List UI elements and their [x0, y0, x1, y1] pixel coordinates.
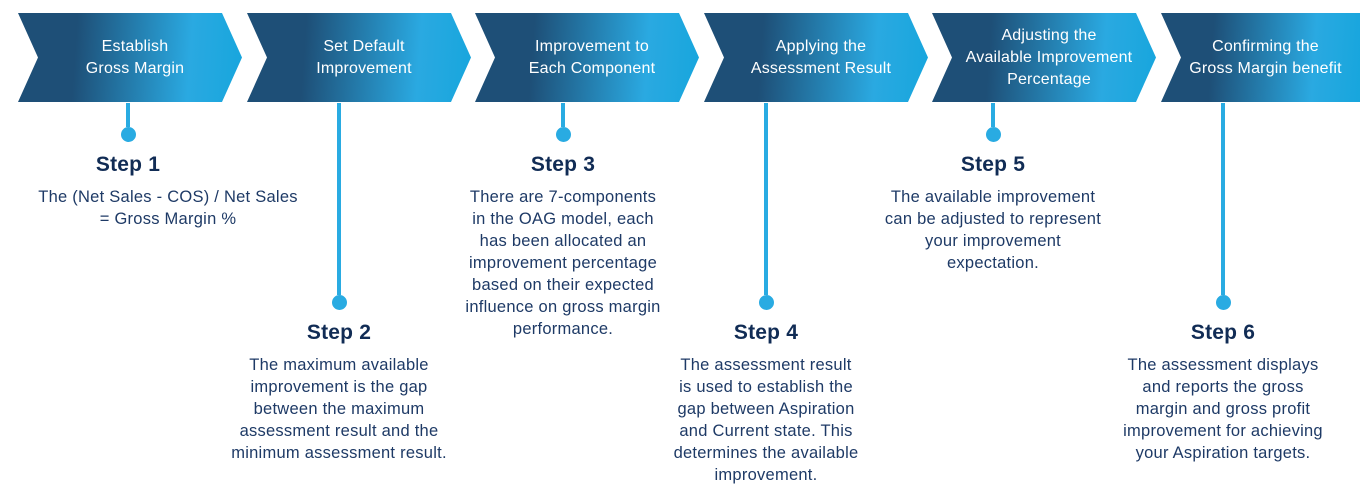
step-4-title: Step 4 [733, 321, 799, 344]
step-3-connector-dot [555, 127, 571, 142]
step-4-connector-dot [758, 295, 774, 310]
step-5-connector-dot [985, 127, 1001, 142]
step-2-connector-dot [331, 295, 347, 310]
step-6-block: Step 6 The assessment displays and repor… [1043, 103, 1371, 464]
chevron-step-6: Confirming the Gross Margin benefit [1161, 13, 1360, 102]
chevron-step-1-label: Establish Gross Margin [85, 37, 185, 77]
step-5-block: Step 5 The available improvement can be … [813, 103, 1173, 274]
chevron-step-5: Adjusting the Available Improvement Perc… [932, 13, 1156, 102]
step-2-block: Step 2 The maximum available improvement… [159, 103, 519, 464]
chevron-step-6-label: Confirming the Gross Margin benefit [1189, 37, 1342, 77]
chevron-step-3: Improvement to Each Component [475, 13, 699, 102]
step-2-title: Step 2 [306, 321, 372, 344]
step-6-description: The assessment displays and reports the … [1123, 356, 1323, 462]
step-6-connector-line [1221, 103, 1225, 295]
chevron-step-1: Establish Gross Margin [18, 13, 242, 102]
step-5-title: Step 5 [960, 153, 1026, 176]
step-4-connector-line [764, 103, 768, 295]
step-1-title: Step 1 [95, 153, 161, 176]
step-1-description: The (Net Sales - COS) / Net Sales = Gros… [38, 188, 298, 228]
chevron-step-4: Applying the Assessment Result [704, 13, 928, 102]
step-5-description: The available improvement can be adjuste… [884, 188, 1102, 272]
step-6-connector-dot [1215, 295, 1231, 310]
step-3-description: There are 7-components in the OAG model,… [465, 188, 661, 338]
step-1-block: Step 1 The (Net Sales - COS) / Net Sales… [0, 103, 308, 230]
step-3-title: Step 3 [530, 153, 596, 176]
step-2-connector-line [337, 103, 341, 295]
step-1-connector-line [126, 103, 130, 127]
step-5-connector-line [991, 103, 995, 127]
chevron-step-4-label: Applying the Assessment Result [750, 37, 892, 77]
chevron-step-2: Set Default Improvement [247, 13, 471, 102]
step-2-description: The maximum available improvement is the… [231, 356, 447, 462]
step-3-block: Step 3 There are 7-components in the OAG… [383, 103, 743, 340]
step-4-description: The assessment result is used to establi… [673, 356, 859, 484]
chevron-step-2-label: Set Default Improvement [316, 37, 412, 77]
step-1-connector-dot [120, 127, 136, 142]
step-3-connector-line [561, 103, 565, 127]
chevron-step-3-label: Improvement to Each Component [528, 37, 656, 77]
step-4-block: Step 4 The assessment result is used to … [586, 103, 946, 486]
chevron-step-5-label: Adjusting the Available Improvement Perc… [965, 26, 1133, 88]
step-6-title: Step 6 [1190, 321, 1256, 344]
